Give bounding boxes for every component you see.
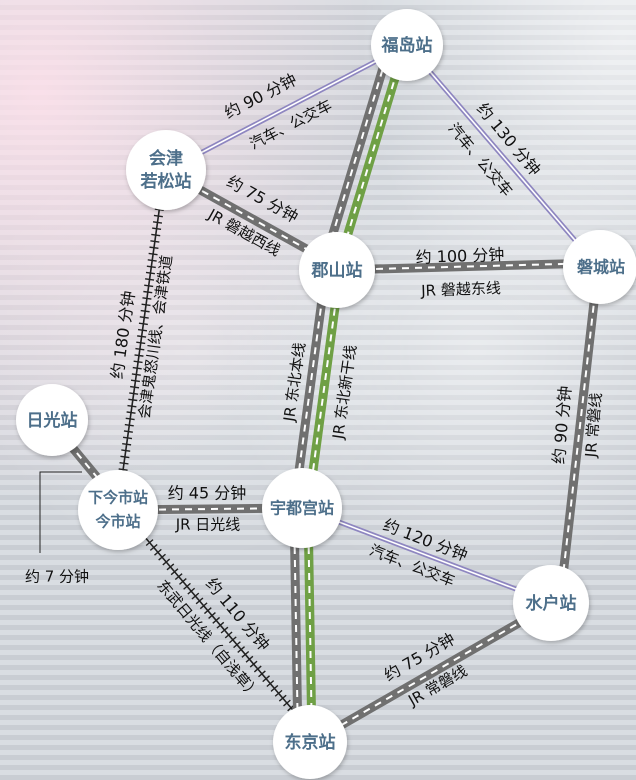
bus-route-fukushima-iwaki xyxy=(405,43,600,269)
station-label-line1: 会津 xyxy=(149,148,183,169)
bus-route-utsunomiya-mito xyxy=(301,505,551,605)
station-label: 水户站 xyxy=(526,593,577,614)
jr-line-koriyama-iwaki xyxy=(336,258,599,275)
station-label-line2: 若松站 xyxy=(140,171,192,192)
station-mito[interactable]: 水户站 xyxy=(513,565,589,641)
station-label: 宇都宫站 xyxy=(270,499,334,518)
rail-aizu-shimoimaichi xyxy=(115,189,167,493)
station-shimoimaichi-imaichi[interactable]: 下今市站 今市站 xyxy=(78,470,158,550)
station-label: 东京站 xyxy=(285,732,336,753)
route-time-aizu-fukushima: 约 90 分钟 xyxy=(221,70,300,123)
jr-line-mito-tokyo xyxy=(309,601,553,746)
route-time-shimoimaichi-utsunomiya: 约 45 分钟 xyxy=(168,484,247,503)
station-koriyama[interactable]: 郡山站 xyxy=(299,232,375,308)
route-line-iwaki-mito: JR 常磐线 xyxy=(582,392,606,459)
route-time-koriyama-iwaki: 约 100 分钟 xyxy=(415,245,504,267)
station-label: 郡山站 xyxy=(311,260,363,281)
route-line-koriyama-iwaki: JR 磐越东线 xyxy=(420,279,501,300)
station-nikko[interactable]: 日光站 xyxy=(16,384,88,456)
station-tokyo[interactable]: 东京站 xyxy=(273,705,347,779)
bus-route-aizu-fukushima xyxy=(166,42,409,173)
route-time-nikko-shimoimaichi: 约 7 分钟 xyxy=(25,568,89,586)
route-time-iwaki-mito: 约 90 分钟 xyxy=(549,385,575,465)
station-label-line2: 今市站 xyxy=(94,513,140,531)
station-aizu-wakamatsu[interactable]: 会津 若松站 xyxy=(126,130,206,210)
station-fukushima[interactable]: 福岛站 xyxy=(371,9,443,81)
route-time-aizu-shimoimaichi: 约 180 分钟 xyxy=(107,290,138,380)
station-iwaki[interactable]: 磐城站 xyxy=(563,230,636,304)
station-label: 磐城站 xyxy=(576,258,625,277)
route-line-tohoku-shinkansen: JR 东北新干线 xyxy=(329,344,360,441)
station-label: 福岛站 xyxy=(381,35,433,56)
station-utsunomiya[interactable]: 宇都宫站 xyxy=(262,468,342,548)
station-label-line1: 下今市站 xyxy=(88,489,148,507)
callout-line-nikko xyxy=(39,471,82,553)
jr-line-iwaki-mito xyxy=(555,266,603,603)
station-label: 日光站 xyxy=(27,410,78,431)
rail-shimoimaichi-tokyo xyxy=(116,505,314,733)
route-line-shimoimaichi-utsunomiya: JR 日光线 xyxy=(175,516,241,534)
